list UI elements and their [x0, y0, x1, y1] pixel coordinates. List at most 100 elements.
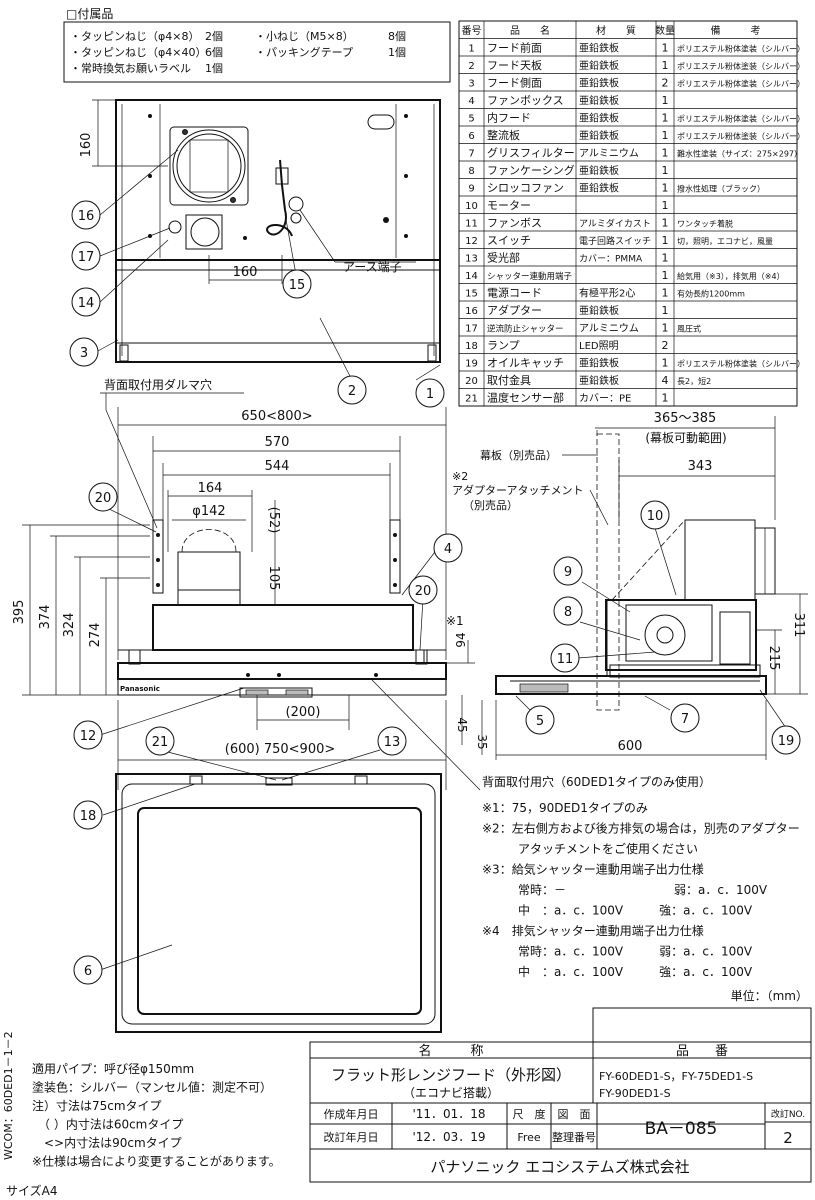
adapter-note-mark: ※2: [452, 470, 468, 483]
table-header: 番号: [462, 25, 482, 37]
spec-note: ※1：75，90DED1タイプのみ: [482, 801, 648, 815]
table-cell: 1: [662, 59, 669, 72]
dim-570: 570: [265, 435, 290, 450]
table-cell: 9: [468, 184, 474, 195]
spec-note: 中 ：a．c．100V 強：a．c．100V: [482, 964, 753, 979]
table-cell: 7: [468, 149, 474, 160]
part-balloon: [377, 726, 407, 756]
table-cell: 2: [662, 339, 669, 352]
dim-650: 650<800>: [241, 409, 312, 424]
table-cell: フード側面: [487, 77, 542, 90]
part-balloon: [433, 533, 463, 563]
table-cell: 5: [468, 114, 474, 125]
accessory-cell: 1個: [388, 46, 406, 59]
table-header: 品 名: [510, 24, 550, 37]
table-cell: 1: [662, 322, 669, 335]
part-balloon: [640, 500, 670, 530]
table-cell: 給気用（※3），排気用（※4）: [677, 271, 785, 281]
part-balloon: [73, 955, 103, 985]
drawing-title: フラット形レンジフード（外形図）: [331, 1066, 571, 1084]
table-cell: 1: [662, 234, 669, 247]
part-balloon: [408, 575, 438, 605]
table-cell: 1: [662, 252, 669, 265]
table-cell: 亜鉛鉄板: [579, 94, 619, 107]
part-balloon-number: 10: [647, 509, 664, 524]
created-date: '11．01．18: [412, 1107, 485, 1121]
table-cell: 12: [465, 236, 478, 247]
table-header: 材 質: [596, 24, 636, 37]
table-cell: グリスフィルター: [487, 146, 575, 160]
table-cell: アルミニウム: [579, 323, 639, 335]
created-date-header: 作成年月日: [324, 1107, 379, 1121]
dim-274: 274: [88, 623, 103, 648]
part-balloon-number: 9: [564, 565, 572, 580]
table-cell: 1: [662, 357, 669, 370]
dim-395: 395: [12, 600, 27, 625]
part-balloon: [550, 643, 580, 673]
table-cell: 1: [662, 392, 669, 405]
table-cell: 4: [468, 96, 474, 107]
table-cell: シロッコファン: [487, 182, 564, 195]
table-cell: 1: [662, 112, 669, 125]
spec-note: ※4 排気シャッター連動用端子出力仕様: [482, 923, 704, 938]
part-balloon-number: 15: [289, 278, 306, 293]
part-balloon: [282, 269, 312, 299]
table-cell: 1: [662, 94, 669, 107]
table-cell: スイッチ: [487, 234, 531, 247]
file-number-header: 整理番号: [552, 1130, 596, 1144]
table-cell: LED照明: [579, 340, 619, 352]
revised-date: '12．03．19: [412, 1130, 485, 1144]
left-notes: 適用パイプ：呼び径φ150mm塗装色：シルバー（マンセル値：測定不可）注）寸法は…: [32, 1061, 281, 1169]
table-cell: 亜鉛鉄板: [579, 42, 619, 55]
table-cell: オイルキャッチ: [487, 357, 564, 370]
table-cell: 撥水性処理（ブラック）: [677, 184, 765, 194]
table-cell: 1: [662, 129, 669, 142]
table-header: 数量: [655, 24, 675, 37]
table-cell: 19: [465, 359, 478, 370]
movable-range-label: (幕板可動範囲): [645, 430, 726, 445]
part-balloon: [553, 556, 583, 586]
table-cell: 亜鉛鉄板: [579, 357, 619, 370]
table-cell: モーター: [487, 199, 531, 212]
accessory-cell: 2個: [205, 30, 223, 43]
table-cell: 1: [662, 199, 669, 212]
table-cell: ポリエステル粉体塗装（シルバー）: [677, 131, 805, 141]
table-cell: 亜鉛鉄板: [579, 77, 619, 90]
table-cell: ファンケーシング: [487, 163, 575, 177]
part-balloon-number: 14: [78, 296, 95, 311]
table-cell: カバー：PE: [579, 393, 631, 405]
dim-52: (52): [266, 507, 281, 534]
dim-160-vertical: 160: [79, 133, 94, 158]
part-balloon-number: 1: [426, 387, 434, 402]
part-balloon: [73, 800, 103, 830]
spec-note: ※3：給気シャッター連動用端子出力仕様: [482, 862, 704, 877]
accessories-box: □付属品 ・タッピンねじ（φ4×8）2個・小ねじ（M5×8）8個・タッピンねじ（…: [63, 7, 451, 83]
side-view: 365～385 (幕板可動範囲) 343 311 215 600 幕板（別売品）…: [452, 411, 808, 760]
table-cell: 13: [465, 254, 478, 265]
table-cell: 17: [465, 324, 478, 335]
table-header: 備 考: [711, 24, 761, 37]
spec-note: ※2：左右側方および後方排気の場合は，別売のアダプター: [482, 821, 800, 836]
table-cell: 亜鉛鉄板: [579, 374, 619, 387]
table-cell: 6: [468, 131, 474, 142]
table-cell: 亜鉛鉄板: [579, 112, 619, 125]
table-cell: 亜鉛鉄板: [579, 59, 619, 72]
part-balloon-number: 16: [78, 209, 95, 224]
table-cell: 4: [662, 374, 669, 387]
table-cell: 電源コード: [487, 286, 542, 300]
dim-35: 35: [475, 734, 489, 749]
adapter-optional-label: （別売品）: [463, 499, 518, 512]
table-cell: 15: [465, 289, 478, 300]
table-cell: 風圧式: [677, 324, 701, 334]
part-balloon-number: 20: [415, 584, 432, 599]
rear-mount-keyhole-label: 背面取付用ダルマ穴: [104, 377, 212, 392]
table-cell: フード天板: [487, 58, 542, 72]
dim-544: 544: [265, 459, 290, 474]
spec-note-left: 適用パイプ：呼び径φ150mm: [32, 1061, 194, 1076]
part-balloon: [71, 287, 101, 317]
table-cell: 亜鉛鉄板: [579, 164, 619, 177]
bottom-view: 背面取付用穴（60DED1タイプのみ使用）: [115, 773, 711, 1033]
drawing-header: 図 面: [558, 1108, 591, 1121]
top-view: 160 160 アース端子: [79, 99, 441, 363]
